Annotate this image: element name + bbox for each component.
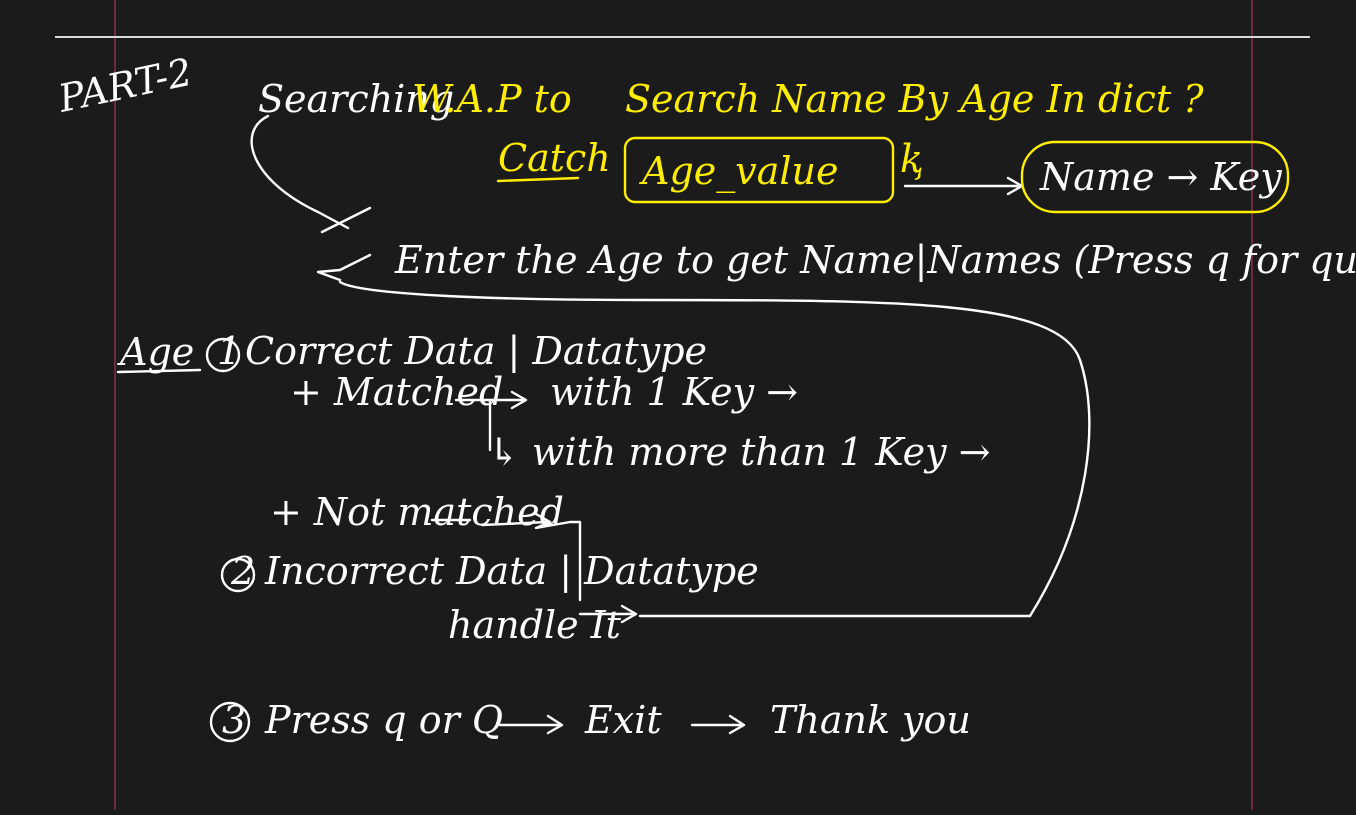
mapping-label: Catch xyxy=(498,136,611,180)
number-1: 1 xyxy=(217,329,241,373)
mapping-underline xyxy=(496,176,580,183)
task-label: W.A.P to xyxy=(412,77,572,121)
cross-mark: ⱪ xyxy=(900,137,923,181)
matched-arrow-icon xyxy=(454,390,528,452)
press-q-label: Press q or Q xyxy=(264,698,503,742)
case-correct-data: Correct Data | Datatype xyxy=(245,329,707,373)
loop-back-arrow xyxy=(338,280,1091,618)
matched-label: + Matched xyxy=(290,370,503,414)
thank-you-label: Thank you xyxy=(770,698,971,742)
input-prompt: Enter the Age to get Name|Names (Press q… xyxy=(394,238,1356,282)
back-arrow-icon xyxy=(316,253,372,282)
number-1-circle xyxy=(205,337,241,373)
name-key-text: Name → Key xyxy=(1039,155,1282,199)
part-label: PART-2 xyxy=(54,50,196,121)
handle-it-label: handle It xyxy=(448,603,622,647)
exit-label: Exit xyxy=(584,698,662,742)
number-3: 3 xyxy=(222,698,246,742)
age-heading: Age xyxy=(117,330,194,374)
exit-arrow-icon xyxy=(498,714,564,735)
handle-arrow-icon xyxy=(578,604,1032,624)
name-key-ellipse xyxy=(1020,140,1290,214)
age-value-box xyxy=(623,136,895,204)
thanks-arrow-icon xyxy=(690,714,746,735)
age-underline xyxy=(116,368,202,374)
number-2-circle xyxy=(220,557,256,593)
not-matched-arrow-icon xyxy=(430,512,582,602)
case-incorrect-data: Incorrect Data | Datatype xyxy=(264,549,759,593)
number-3-circle xyxy=(209,701,251,743)
number-2: 2 xyxy=(230,549,255,593)
age-value-text: Age_value xyxy=(639,149,839,194)
one-key-label: with 1 Key → xyxy=(550,370,798,414)
curved-arrow-icon xyxy=(250,114,372,234)
problem-statement: Search Name By Age In dict ? xyxy=(625,77,1204,121)
many-keys-label: ↳ with more than 1 Key → xyxy=(488,430,991,474)
topic-label: Searching xyxy=(258,77,454,121)
not-matched-label: + Not matched xyxy=(270,490,564,534)
